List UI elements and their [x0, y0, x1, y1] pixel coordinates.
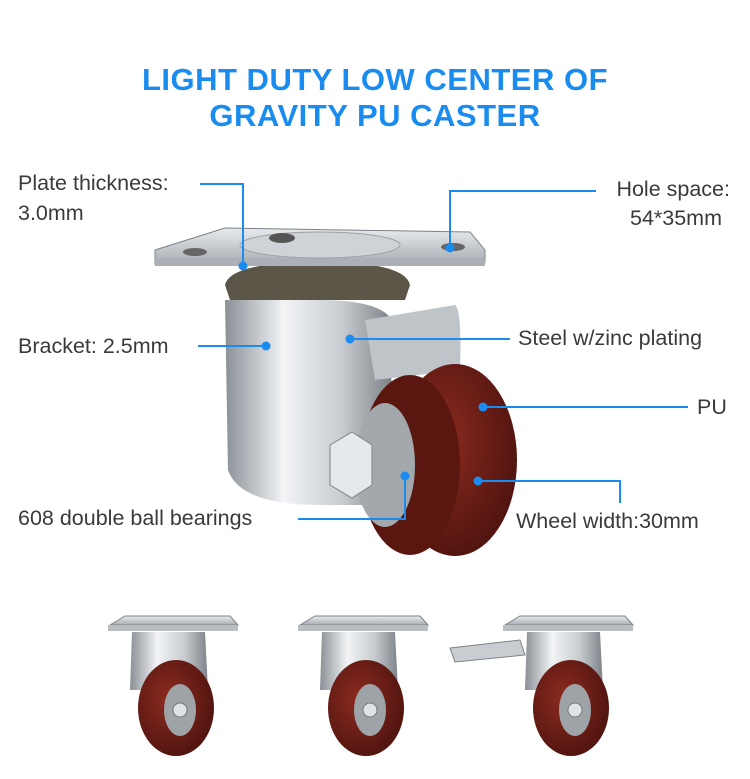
steel-label: Steel w/zinc plating — [518, 326, 703, 350]
title-line-1: LIGHT DUTY LOW CENTER OF — [141, 62, 609, 97]
pu-label: PU — [697, 395, 727, 419]
title-line-2: GRAVITY PU CASTER — [209, 98, 541, 133]
plate-thickness-value: 3.0mm — [18, 201, 84, 225]
leader-dots — [238, 243, 488, 486]
wheel-width-label: Wheel width:30mm — [516, 509, 699, 533]
variant-swivel-caster — [297, 615, 429, 757]
main-caster — [154, 227, 517, 556]
variant-rigid-caster — [107, 615, 239, 757]
hole-space-value: 54*35mm — [629, 206, 722, 230]
plate-thickness-label: Plate thickness: — [18, 171, 169, 195]
bearings-label: 608 double ball bearings — [18, 506, 253, 530]
hole-space-label: Hole space: — [616, 177, 730, 201]
variant-brake-caster — [449, 615, 634, 757]
leader-lines — [198, 183, 688, 520]
bracket-label: Bracket: 2.5mm — [18, 334, 169, 358]
